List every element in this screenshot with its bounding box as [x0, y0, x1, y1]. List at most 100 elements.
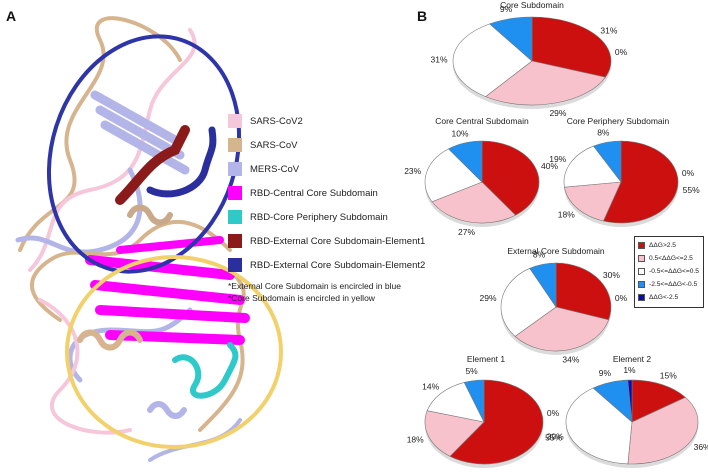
pie-slice — [449, 379, 544, 465]
legend-label: RBD-External Core Subdomain-Element1 — [250, 235, 426, 247]
legend-item: RBD-Core Periphery Subdomain — [228, 208, 400, 226]
legend-swatch — [228, 258, 242, 272]
structure-legend: SARS-CoV2 SARS-CoV MERS-CoV RBD-Central … — [228, 112, 425, 304]
slice-label: 39% — [547, 432, 564, 442]
pie-slice — [463, 379, 485, 423]
legend-swatch — [638, 294, 645, 301]
pie-title: Core Subdomain — [500, 0, 564, 10]
legend-item: RBD-External Core Subdomain-Element1 — [228, 232, 425, 250]
panel-a-label: A — [6, 8, 17, 24]
legend-item: -0.5<=ΔΔG<=0.5 — [638, 265, 700, 278]
slice-label: 31% — [431, 54, 448, 64]
pie-slice — [431, 181, 517, 224]
legend-label: RBD-External Core Subdomain-Element2 — [250, 259, 426, 271]
slice-label: 0% — [615, 47, 628, 57]
pie-slice — [514, 306, 610, 352]
slice-label: 30% — [603, 270, 620, 280]
slice-label: 5% — [465, 366, 478, 376]
pie-slice — [481, 140, 540, 216]
pie-slice — [555, 262, 612, 321]
pie-slice — [631, 379, 686, 423]
pie-slice — [452, 23, 533, 97]
legend-label: ΔΔG<-2.5 — [649, 294, 679, 301]
slice-label: 40% — [541, 161, 558, 171]
slice-label: 36% — [694, 442, 708, 452]
legend-item: 0.5<ΔΔG<=2.5 — [638, 252, 700, 265]
pie-slice — [531, 16, 612, 78]
slice-label: 18% — [558, 210, 575, 220]
pie-title: Element 2 — [613, 354, 652, 364]
pie-chart: 15% 36% 39% 9% 1%Element 2 — [547, 354, 708, 468]
external-core-circle — [46, 34, 242, 274]
legend-label: RBD-Central Core Subdomain — [250, 187, 378, 199]
legend-label: MERS-CoV — [250, 163, 300, 175]
pie-chart: 31% 29% 31% 9% 0% Core Subdomain — [431, 0, 628, 118]
slice-label: 0% — [547, 408, 560, 418]
pie-slice — [529, 262, 557, 308]
pie-title: Element 1 — [467, 354, 506, 364]
slice-label: 9% — [500, 4, 513, 14]
slice-label: 8% — [597, 128, 610, 138]
pie-chart: 55% 18% 14% 5% 0% Element 1 — [407, 354, 563, 468]
pie-slice — [426, 382, 485, 423]
pie-title: Core Central Subdomain — [435, 116, 529, 126]
legend-item: SARS-CoV2 — [228, 112, 400, 130]
pie-slice — [593, 140, 622, 183]
pie-slice — [424, 148, 483, 203]
pie-slice — [484, 60, 606, 106]
legend-item: ΔΔG<-2.5 — [638, 291, 700, 304]
pie-slice — [565, 387, 633, 465]
legend-label: -0.5<=ΔΔG<=0.5 — [649, 268, 699, 275]
slice-label: 8% — [533, 250, 546, 260]
legend-label: ΔΔG>2.5 — [649, 242, 676, 249]
legend-item: RBD-External Core Subdomain-Element2 — [228, 256, 425, 274]
pie-slice — [500, 267, 557, 337]
legend-swatch — [228, 162, 242, 176]
slice-label: 55% — [545, 433, 562, 443]
slice-label: 29% — [549, 108, 566, 118]
legend-label: 0.5<ΔΔG<=2.5 — [649, 255, 693, 262]
slice-label: 18% — [407, 434, 424, 444]
pie-slice — [489, 16, 533, 62]
slice-label: 29% — [479, 293, 496, 303]
legend-swatch — [228, 186, 242, 200]
legend-item: ΔΔG>2.5 — [638, 239, 700, 252]
pie-slice — [564, 181, 622, 222]
legend-item: SARS-CoV — [228, 136, 400, 154]
pie-slice — [627, 379, 633, 423]
slice-label: 27% — [458, 227, 475, 237]
slice-label: 1% — [623, 365, 636, 375]
slice-label: 15% — [660, 371, 677, 381]
pie-slice — [602, 140, 679, 224]
legend-label: SARS-CoV2 — [250, 115, 303, 127]
legend-note: *External Core Subdomain is encircled in… — [228, 281, 401, 291]
legend-item: -2.5<=ΔΔG<-0.5 — [638, 278, 700, 291]
slice-label: 0% — [615, 293, 628, 303]
pie-slice — [563, 145, 622, 188]
legend-swatch — [228, 138, 242, 152]
pie-title: Core Periphery Subdomain — [567, 116, 670, 126]
slice-label: 9% — [599, 368, 612, 378]
legend-swatch — [228, 210, 242, 224]
slice-label: 31% — [600, 26, 617, 36]
legend-swatch — [228, 114, 242, 128]
pie-slice — [627, 396, 699, 465]
ddg-legend: ΔΔG>2.5 0.5<ΔΔG<=2.5 -0.5<=ΔΔG<=0.5 -2.5… — [634, 236, 704, 308]
slice-label: 23% — [404, 166, 421, 176]
protein-structure-image — [15, 16, 283, 462]
legend-swatch — [228, 234, 242, 248]
slice-label: 19% — [549, 154, 566, 164]
slice-label: 0% — [682, 168, 695, 178]
slice-label: 10% — [452, 128, 469, 138]
legend-label: -2.5<=ΔΔG<-0.5 — [649, 281, 698, 288]
pie-title: External Core Subdomain — [507, 246, 605, 256]
legend-label: RBD-Core Periphery Subdomain — [250, 211, 388, 223]
slice-label: 55% — [683, 185, 700, 195]
legend-label: SARS-CoV — [250, 139, 298, 151]
pie-slice — [447, 140, 483, 183]
legend-swatch — [638, 268, 645, 275]
legend-note: *Core Subdomain is encircled in yellow — [228, 293, 375, 303]
slice-label: 14% — [422, 382, 439, 392]
legend-swatch — [638, 242, 645, 249]
